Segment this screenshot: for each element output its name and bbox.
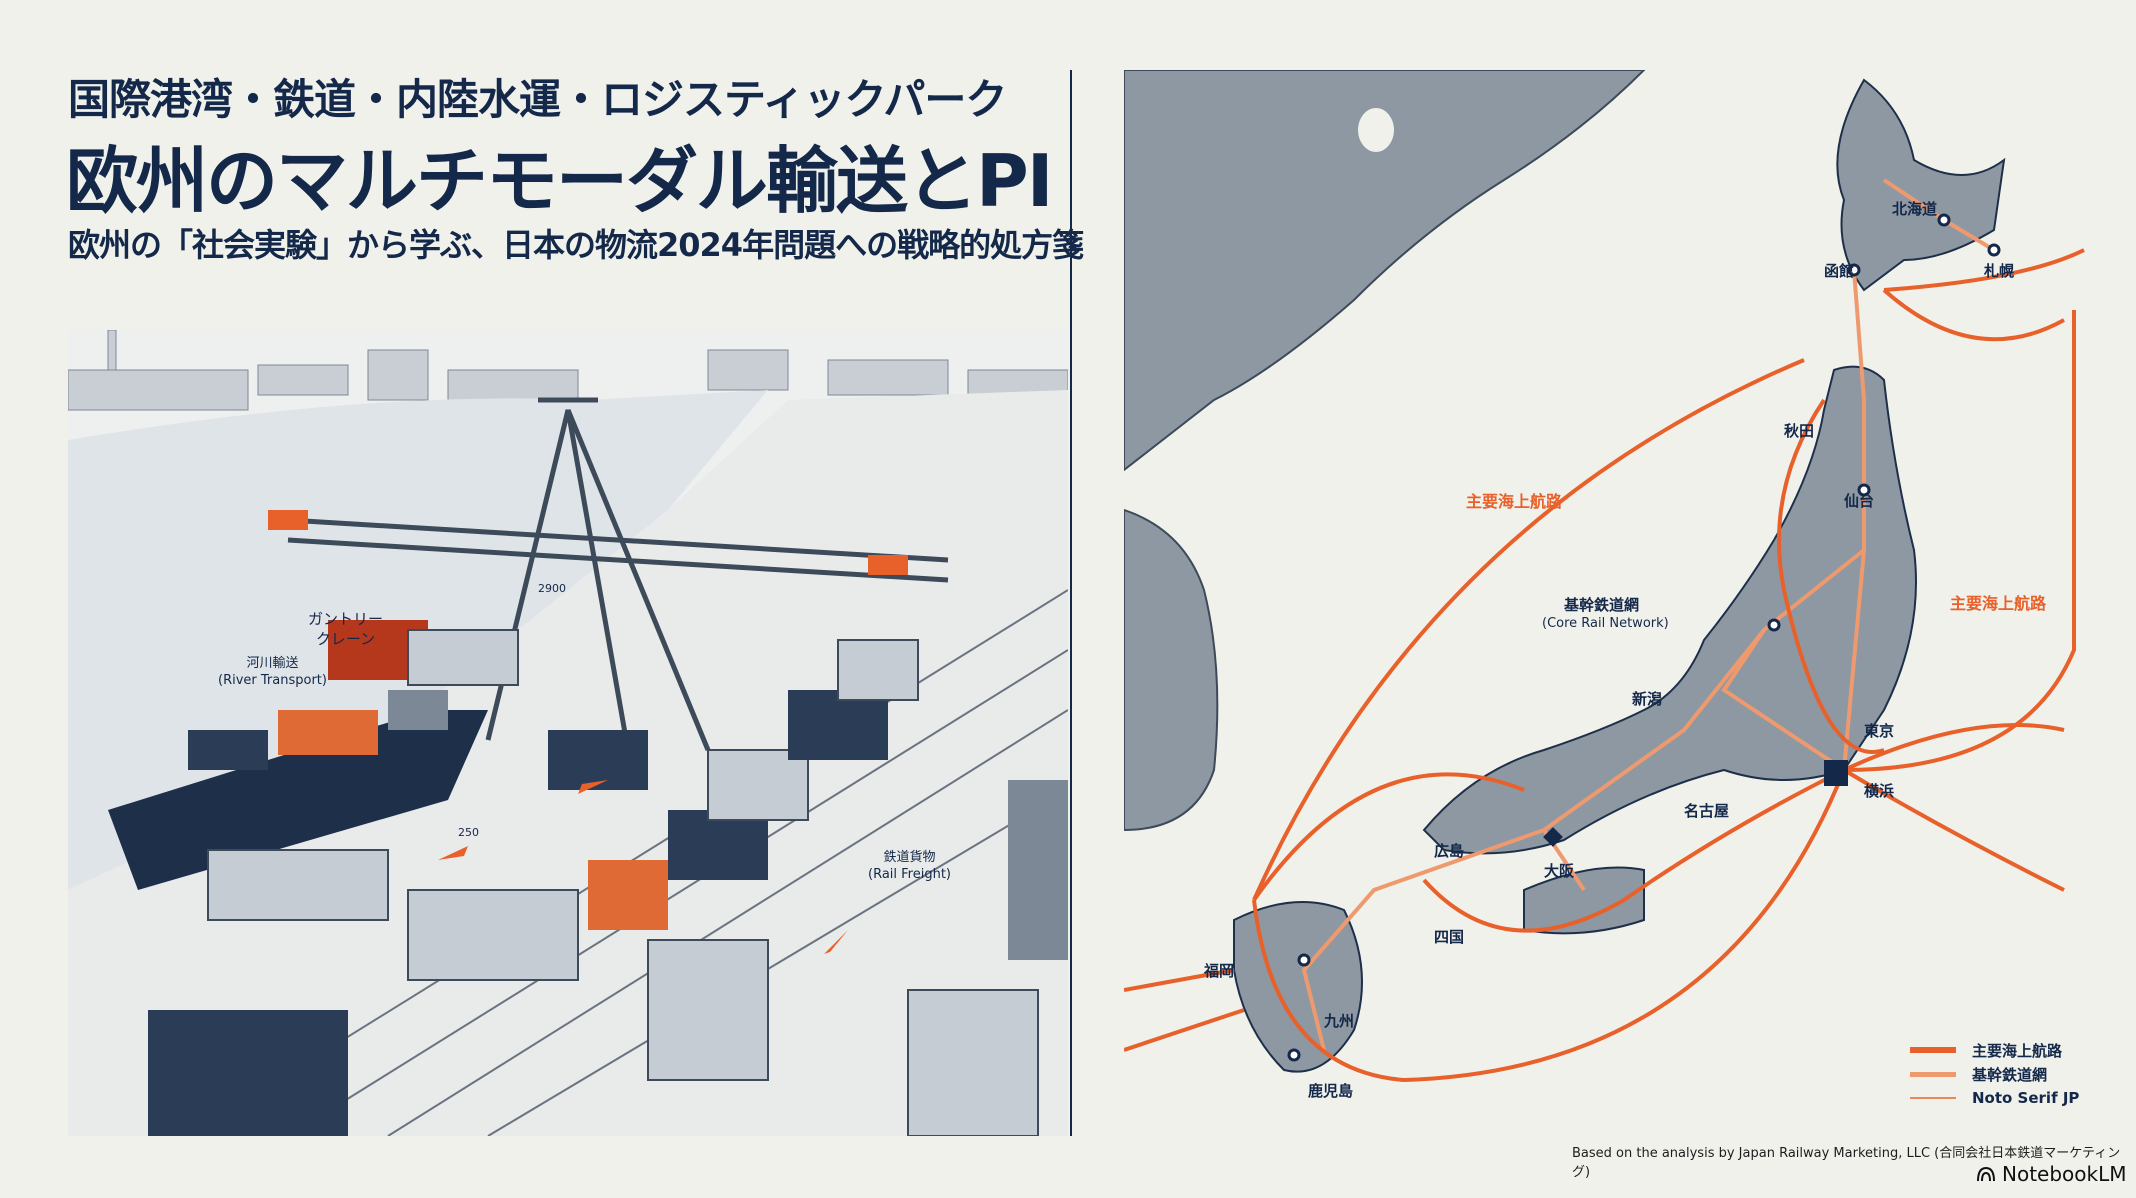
divider <box>1070 70 1072 1136</box>
place-label: 秋田 <box>1784 422 1815 440</box>
map-legend: 主要海上航路 基幹鉄道網 Noto Serif JP <box>1910 1038 2079 1110</box>
city-markers <box>1287 213 2001 1062</box>
honshu <box>1422 365 1917 855</box>
legend-item-rail: 基幹鉄道網 <box>1910 1062 2079 1086</box>
sea-routes <box>1123 248 2085 1083</box>
place-label: 新潟 <box>1632 690 1663 708</box>
legend-item-other: Noto Serif JP <box>1910 1086 2079 1110</box>
legend-item-sea-route: 主要海上航路 <box>1910 1038 2079 1062</box>
sea-route-label: 主要海上航路 <box>1950 594 2047 613</box>
korea <box>1123 508 1219 832</box>
place-label: 大阪 <box>1544 862 1575 880</box>
place-label: 東京 <box>1864 722 1895 740</box>
dimension-label: 2900 <box>538 582 566 595</box>
place-label: 広島 <box>1434 842 1465 860</box>
place-label: 仙台 <box>1844 492 1875 510</box>
legend-label: 主要海上航路 <box>1972 1041 2063 1060</box>
dimension-label: 250 <box>458 826 479 839</box>
port-scene <box>67 329 1069 1137</box>
title-line-1: 国際港湾・鉄道・内陸水運・ロジスティックパーク <box>68 75 1007 124</box>
place-label: 札幌 <box>1984 262 2015 280</box>
gantry-crane-label: ガントリー クレーン <box>308 610 384 648</box>
river-transport-label: 河川輸送 (River Transport) <box>218 656 327 688</box>
subtitle: 欧州の「社会実験」から学ぶ、日本の物流2024年問題への戦略的処方箋 <box>68 226 1084 264</box>
skyline <box>67 329 1069 411</box>
brand-name: NotebookLM <box>2002 1162 2127 1186</box>
hokkaido <box>1836 78 2006 292</box>
sea-route-label: 主要海上航路 <box>1466 492 1563 511</box>
legend-label: Noto Serif JP <box>1972 1089 2080 1107</box>
containers <box>148 620 1068 1137</box>
source-credit: Based on the analysis by Japan Railway M… <box>1572 1146 2121 1180</box>
page-title: 欧州のマルチモーダル輸送とPI <box>66 139 1054 223</box>
kyushu <box>1233 901 1363 1073</box>
ship-containers <box>188 690 448 770</box>
legend-swatch <box>1910 1071 1956 1077</box>
place-label: 横浜 <box>1864 782 1895 800</box>
continent <box>1123 69 1647 473</box>
place-label: 函館 <box>1824 262 1855 280</box>
place-label: 鹿児島 <box>1308 1082 1354 1100</box>
rail-freight-label: 鉄道貨物 (Rail Freight) <box>868 850 952 882</box>
port-illustration: ガントリー クレーン 河川輸送 (River Transport) 鉄道貨物 (… <box>67 329 1069 1137</box>
map-graphic <box>1123 69 2085 1083</box>
place-label: 名古屋 <box>1684 802 1730 820</box>
japan-map: 主要海上航路 主要海上航路 基幹鉄道網 (Core Rail Network) … <box>1123 69 2136 1136</box>
legend-swatch <box>1910 1097 1956 1099</box>
brand-logo: NotebookLM <box>1976 1162 2127 1186</box>
place-label: 福岡 <box>1204 962 1235 980</box>
legend-label: 基幹鉄道網 <box>1972 1065 2048 1084</box>
flow-arrows <box>438 780 848 954</box>
place-label: 北海道 <box>1892 200 1938 218</box>
rail-network-label-en: (Core Rail Network) <box>1542 616 1669 631</box>
rail-network-label: 基幹鉄道網 <box>1564 596 1640 614</box>
shikoku <box>1523 866 1645 935</box>
place-label: 四国 <box>1434 928 1465 946</box>
place-label: 九州 <box>1324 1012 1355 1030</box>
legend-swatch <box>1910 1047 1956 1053</box>
notebooklm-icon <box>1977 1166 1995 1182</box>
